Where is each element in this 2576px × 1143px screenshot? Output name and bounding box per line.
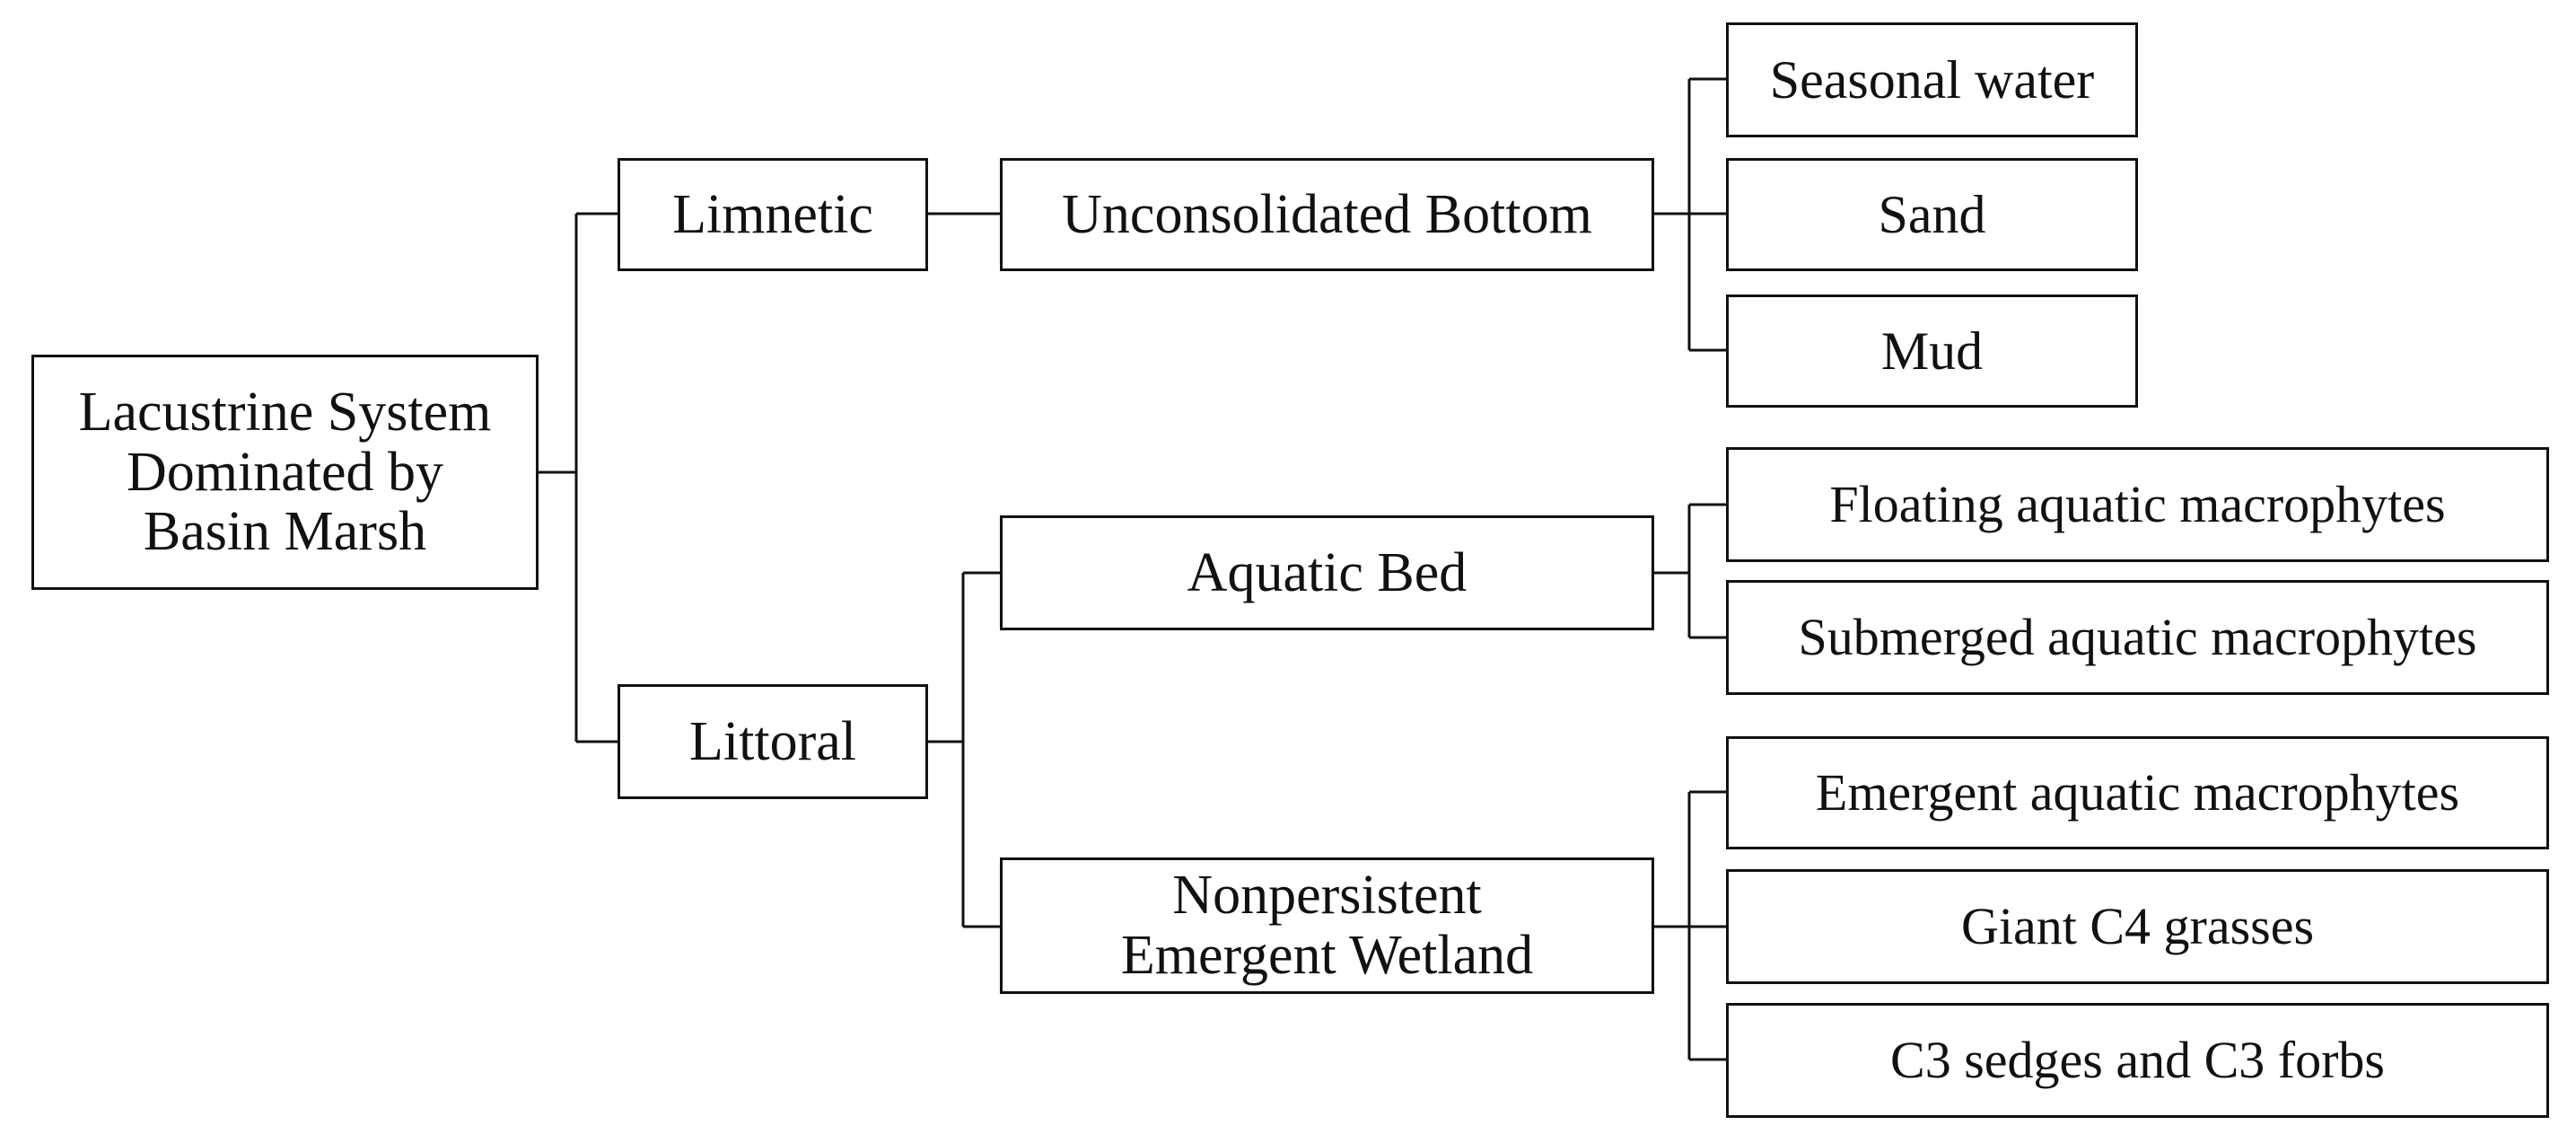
root-line-1: Lacustrine System xyxy=(78,381,492,443)
c3-sedges-forbs-label: C3 sedges and C3 forbs xyxy=(1890,1030,2385,1089)
unconsolidated-bottom-node: Unconsolidated Bottom xyxy=(1000,158,1654,271)
emergent-aquatic-macrophytes-label: Emergent aquatic macrophytes xyxy=(1815,762,2460,822)
limnetic-label: Limnetic xyxy=(672,183,873,245)
root-line-2: Dominated by xyxy=(127,441,443,503)
nonpersistent-line-2: Emergent Wetland xyxy=(1120,925,1534,986)
submerged-aquatic-macrophytes-label: Submerged aquatic macrophytes xyxy=(1798,607,2477,666)
littoral-node: Littoral xyxy=(618,684,928,799)
limnetic-node: Limnetic xyxy=(618,158,928,271)
littoral-label: Littoral xyxy=(689,710,856,772)
unconsolidated-bottom-label: Unconsolidated Bottom xyxy=(1062,183,1592,245)
root-node: Lacustrine System Dominated by Basin Mar… xyxy=(31,355,539,590)
c3-sedges-forbs-node: C3 sedges and C3 forbs xyxy=(1726,1003,2549,1118)
root-line-3: Basin Marsh xyxy=(143,501,427,563)
emergent-aquatic-macrophytes-node: Emergent aquatic macrophytes xyxy=(1726,736,2549,849)
floating-aquatic-macrophytes-node: Floating aquatic macrophytes xyxy=(1726,447,2549,562)
seasonal-water-node: Seasonal water xyxy=(1726,22,2138,137)
giant-c4-grasses-node: Giant C4 grasses xyxy=(1726,869,2549,984)
seasonal-water-label: Seasonal water xyxy=(1769,49,2095,110)
sand-node: Sand xyxy=(1726,158,2138,271)
mud-label: Mud xyxy=(1880,321,1984,381)
mud-node: Mud xyxy=(1726,295,2138,408)
aquatic-bed-label: Aquatic Bed xyxy=(1187,541,1468,603)
submerged-aquatic-macrophytes-node: Submerged aquatic macrophytes xyxy=(1726,580,2549,695)
nonpersistent-line-1: Nonpersistent xyxy=(1172,865,1482,927)
aquatic-bed-node: Aquatic Bed xyxy=(1000,515,1654,630)
sand-label: Sand xyxy=(1878,184,1986,244)
nonpersistent-emergent-wetland-node: Nonpersistent Emergent Wetland xyxy=(1000,857,1654,994)
floating-aquatic-macrophytes-label: Floating aquatic macrophytes xyxy=(1829,474,2446,533)
giant-c4-grasses-label: Giant C4 grasses xyxy=(1960,896,2315,955)
